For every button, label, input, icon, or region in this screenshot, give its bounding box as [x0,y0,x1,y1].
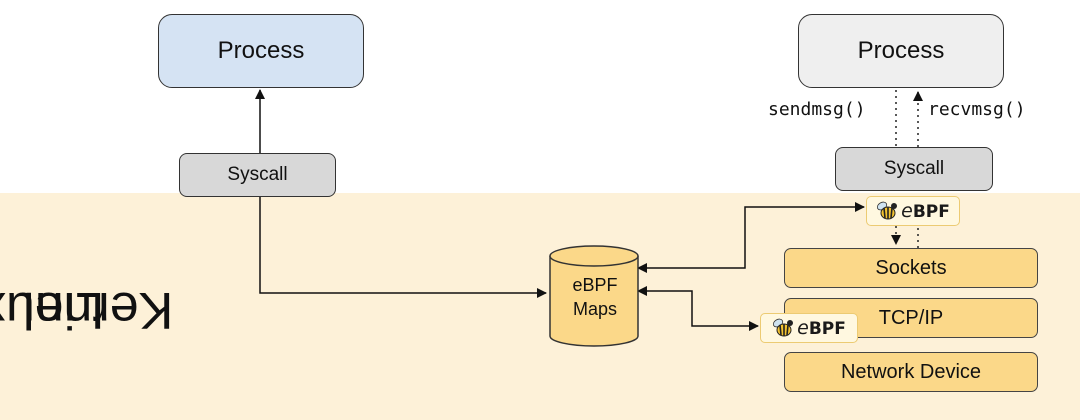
syscall-label-right: Syscall [883,158,945,179]
ebpf-hook-socket: eBPF [866,196,960,226]
syscall-box-left: Syscall [179,153,336,197]
maps-ebpf-mid-arrow [637,286,759,331]
recvmsg-label: recvmsg() [928,99,1026,120]
sockets-layer: Sockets [784,248,1038,288]
ebpf-logo-text: eBPF [901,200,950,222]
sendmsg-label: sendmsg() [768,99,866,120]
ebpf-maps-cylinder [549,245,639,347]
maps-label-line2: Maps [572,299,617,319]
process-label-left: Process [217,37,305,64]
network-device-layer: Network Device [784,352,1038,392]
ebpf-logo-text: eBPF [797,317,846,339]
bee-icon [773,318,794,337]
process-label-right: Process [857,37,945,64]
maps-label-line1: eBPF [572,275,618,295]
syscall-box-right: Syscall [835,147,993,191]
maps-ebpf-top-arrow [637,202,865,273]
process-box-right: Process [798,14,1004,88]
ebpf-hook-tcpip: eBPF [760,313,858,343]
sockets-label: Sockets [875,256,947,279]
syscall-label-left: Syscall [227,164,288,185]
tcpip-label: TCP/IP [878,306,944,329]
process-box-left: Process [158,14,364,88]
network-device-label: Network Device [840,360,982,383]
ebpf-maps-label: eBPF Maps [550,262,640,332]
syscall-to-maps-arrow [259,197,547,298]
bee-icon [877,201,898,220]
